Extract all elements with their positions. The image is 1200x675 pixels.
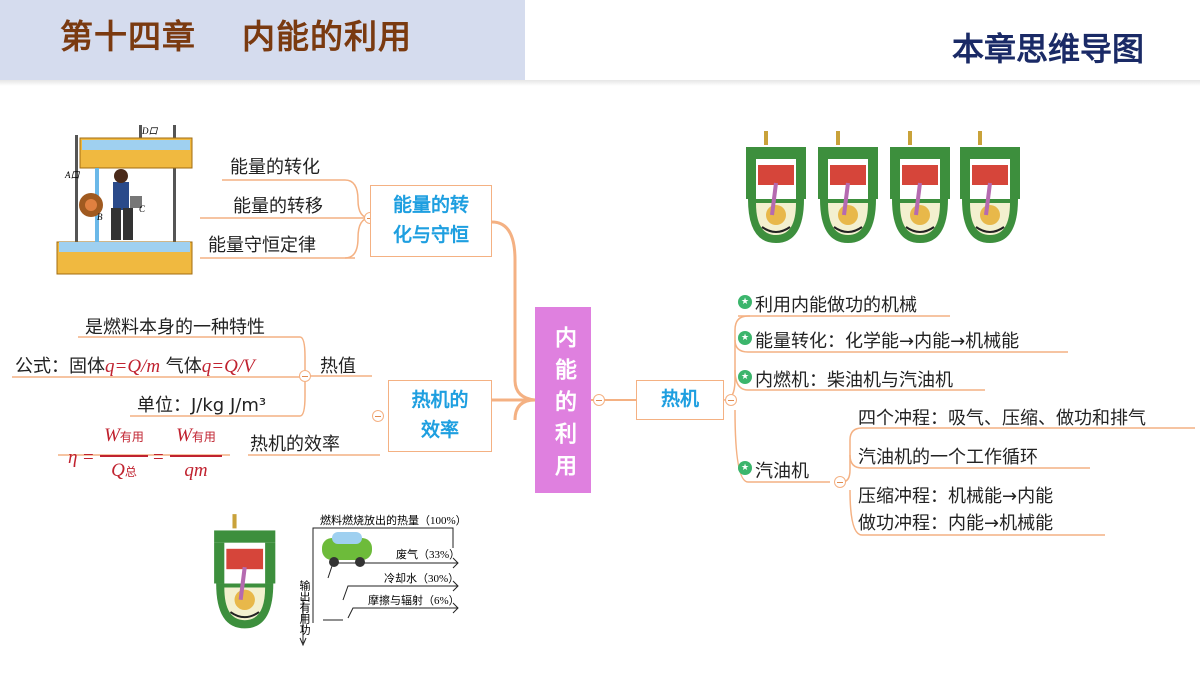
- title-band: [0, 0, 525, 80]
- car-icon: [322, 532, 372, 567]
- label-d: D口: [141, 126, 158, 136]
- num1-main: W: [104, 425, 120, 446]
- star-bullet-icon: ★: [738, 331, 752, 345]
- gasoline-cycle: 汽油机的一个工作循环: [858, 447, 1038, 468]
- engine-cylinder-icon: [888, 129, 952, 245]
- node-engine-efficiency[interactable]: 热机的 效率: [388, 380, 492, 452]
- flow-exhaust-label: 废气（33%）: [396, 547, 460, 561]
- fraction2-denominator: qm: [184, 460, 208, 481]
- fraction2-bar: [170, 455, 222, 457]
- flow-total-label: 燃料燃烧放出的热量（100%）: [320, 513, 467, 527]
- star-bullet-icon: ★: [738, 461, 752, 475]
- engine-item-definition: 利用内能做功的机械: [755, 295, 917, 316]
- node-energy-label-1: 能量的转: [392, 194, 469, 216]
- formula-prefix: 公式：固体: [15, 356, 105, 377]
- chapter-name: 内能的利用: [242, 17, 412, 56]
- label-c: C: [139, 204, 146, 214]
- flow-useful-label: 输出有用功: [298, 579, 311, 635]
- leaf-energy-transfer: 能量的转移: [233, 196, 323, 217]
- energy-flow-diagram: 燃料燃烧放出的热量（100%） 废气（33%） 冷却水（30%） 摩擦与辐射（6…: [208, 508, 467, 647]
- gasoline-compression: 压缩冲程：机械能→内能: [858, 486, 1054, 507]
- engine-cylinder-icon: [816, 129, 880, 245]
- eta-equals: =: [83, 447, 94, 468]
- chapter-number: 第十四章: [60, 17, 196, 56]
- collapse-heat-value-toggle-icon[interactable]: [299, 370, 311, 382]
- fraction1-numerator: W有用: [98, 425, 150, 447]
- chapter-title: 第十四章 内能的利用: [60, 10, 412, 58]
- num2-sub: 有用: [191, 430, 216, 444]
- collapse-center-toggle-icon[interactable]: [593, 394, 605, 406]
- leaf-formula: 公式：固体q=Q/m 气体q=Q/V: [15, 352, 255, 378]
- node-heat-engine[interactable]: 热机: [636, 380, 724, 420]
- engine-cylinder-icon: [958, 129, 1022, 245]
- eta-symbol: η: [68, 447, 78, 468]
- num2-main: W: [176, 425, 192, 446]
- leaf-fuel-property: 是燃料本身的一种特性: [85, 317, 265, 338]
- leaf-energy-conservation: 能量守恒定律: [208, 235, 316, 256]
- node-efficiency-label-2: 效率: [420, 419, 459, 441]
- leaf-efficiency: 热机的效率: [250, 434, 340, 455]
- engine-cylinder-icon: [744, 129, 808, 245]
- fraction1-bar: [100, 455, 148, 457]
- water-wheel-illustration: D口 A口 B C: [56, 125, 193, 275]
- flow-cooling-label: 冷却水（30%）: [384, 572, 459, 585]
- num1-sub: 有用: [119, 430, 144, 444]
- flow-friction-label: 摩擦与辐射（6%）: [368, 593, 460, 607]
- den1-main: Q: [111, 460, 125, 481]
- formula-mid: 气体: [165, 356, 202, 377]
- node-energy-conversion[interactable]: 能量的转 化与守恒: [370, 185, 492, 257]
- engine-cylinder-icon: [214, 514, 275, 628]
- four-stroke-diagrams: [744, 129, 1022, 245]
- fraction-equals: =: [153, 447, 164, 468]
- center-node[interactable]: 内能的利用: [535, 307, 591, 493]
- den1-sub: 总: [124, 465, 137, 479]
- fraction2-numerator: W有用: [168, 425, 224, 447]
- engine-item-conversion: 能量转化：化学能→内能→机械能: [755, 331, 1020, 352]
- engine-item-types: 内燃机：柴油机与汽油机: [755, 370, 953, 391]
- leaf-heat-unit: 单位：J/kg J/m³: [137, 395, 267, 416]
- header-divider: [0, 80, 1200, 86]
- node-efficiency-label-1: 热机的: [411, 389, 469, 411]
- label-b: B: [97, 212, 103, 222]
- label-a: A口: [64, 170, 80, 180]
- collapse-efficiency-toggle-icon[interactable]: [372, 410, 384, 422]
- star-bullet-icon: ★: [738, 370, 752, 384]
- gasoline-power: 做功冲程：内能→机械能: [858, 513, 1054, 534]
- gasoline-strokes: 四个冲程：吸气、压缩、做功和排气: [858, 408, 1146, 429]
- collapse-gasoline-toggle-icon[interactable]: [834, 476, 846, 488]
- star-bullet-icon: ★: [738, 295, 752, 309]
- formula-solid: q=Q/m: [105, 356, 161, 377]
- collapse-engine-toggle-icon[interactable]: [725, 394, 737, 406]
- leaf-energy-conversion: 能量的转化: [230, 157, 320, 178]
- node-energy-label-2: 化与守恒: [392, 224, 469, 246]
- formula-gas: q=Q/V: [201, 356, 255, 377]
- mindmap-label: 本章思维导图: [951, 30, 1144, 68]
- engine-item-gasoline: 汽油机: [755, 461, 809, 482]
- fraction1-denominator: Q总: [98, 460, 150, 482]
- leaf-heat-value: 热值: [320, 356, 356, 377]
